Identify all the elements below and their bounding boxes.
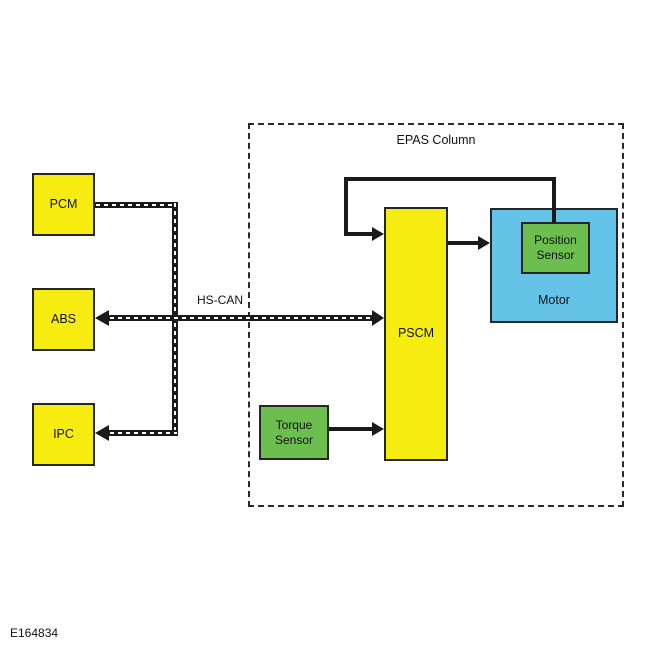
- abs-module-box: ABS: [32, 288, 95, 351]
- ipc-module-box: IPC: [32, 403, 95, 466]
- epas-column-title: EPAS Column: [396, 133, 476, 147]
- feedback-loop-into-pscm-line: [344, 232, 372, 236]
- arrowhead-into-abs-icon: [95, 310, 109, 326]
- feedback-loop-right-line: [552, 177, 556, 223]
- pscm-label: PSCM: [397, 326, 435, 341]
- arrowhead-torque-into-pscm-icon: [372, 422, 384, 436]
- torque-sensor-to-pscm-line: [329, 427, 372, 431]
- can-bus-pcm-segment: [95, 202, 178, 208]
- position-sensor-label: Position Sensor: [534, 233, 577, 262]
- arrowhead-into-pscm-top-icon: [372, 227, 384, 241]
- arrowhead-into-motor-icon: [478, 236, 490, 250]
- can-bus-ipc-segment: [109, 430, 178, 436]
- arrowhead-into-ipc-icon: [95, 425, 109, 441]
- pcm-module-box: PCM: [32, 173, 95, 236]
- motor-label: Motor: [538, 293, 570, 308]
- abs-label: ABS: [50, 311, 76, 326]
- position-sensor-box: Position Sensor: [521, 222, 590, 274]
- pscm-module-box: PSCM: [384, 207, 448, 461]
- can-bus-abs-pscm-segment: [109, 315, 372, 321]
- pcm-label: PCM: [49, 196, 78, 211]
- hs-can-bus-label: HS-CAN: [196, 293, 243, 307]
- torque-sensor-label: Torque Sensor: [274, 417, 314, 447]
- arrowhead-can-into-pscm-icon: [372, 310, 384, 326]
- pscm-to-motor-line: [448, 241, 478, 245]
- ipc-label: IPC: [53, 426, 74, 441]
- feedback-loop-top-line: [344, 177, 556, 181]
- figure-code-label: E164834: [10, 626, 59, 640]
- feedback-loop-left-line: [344, 177, 348, 236]
- torque-sensor-box: Torque Sensor: [259, 405, 329, 460]
